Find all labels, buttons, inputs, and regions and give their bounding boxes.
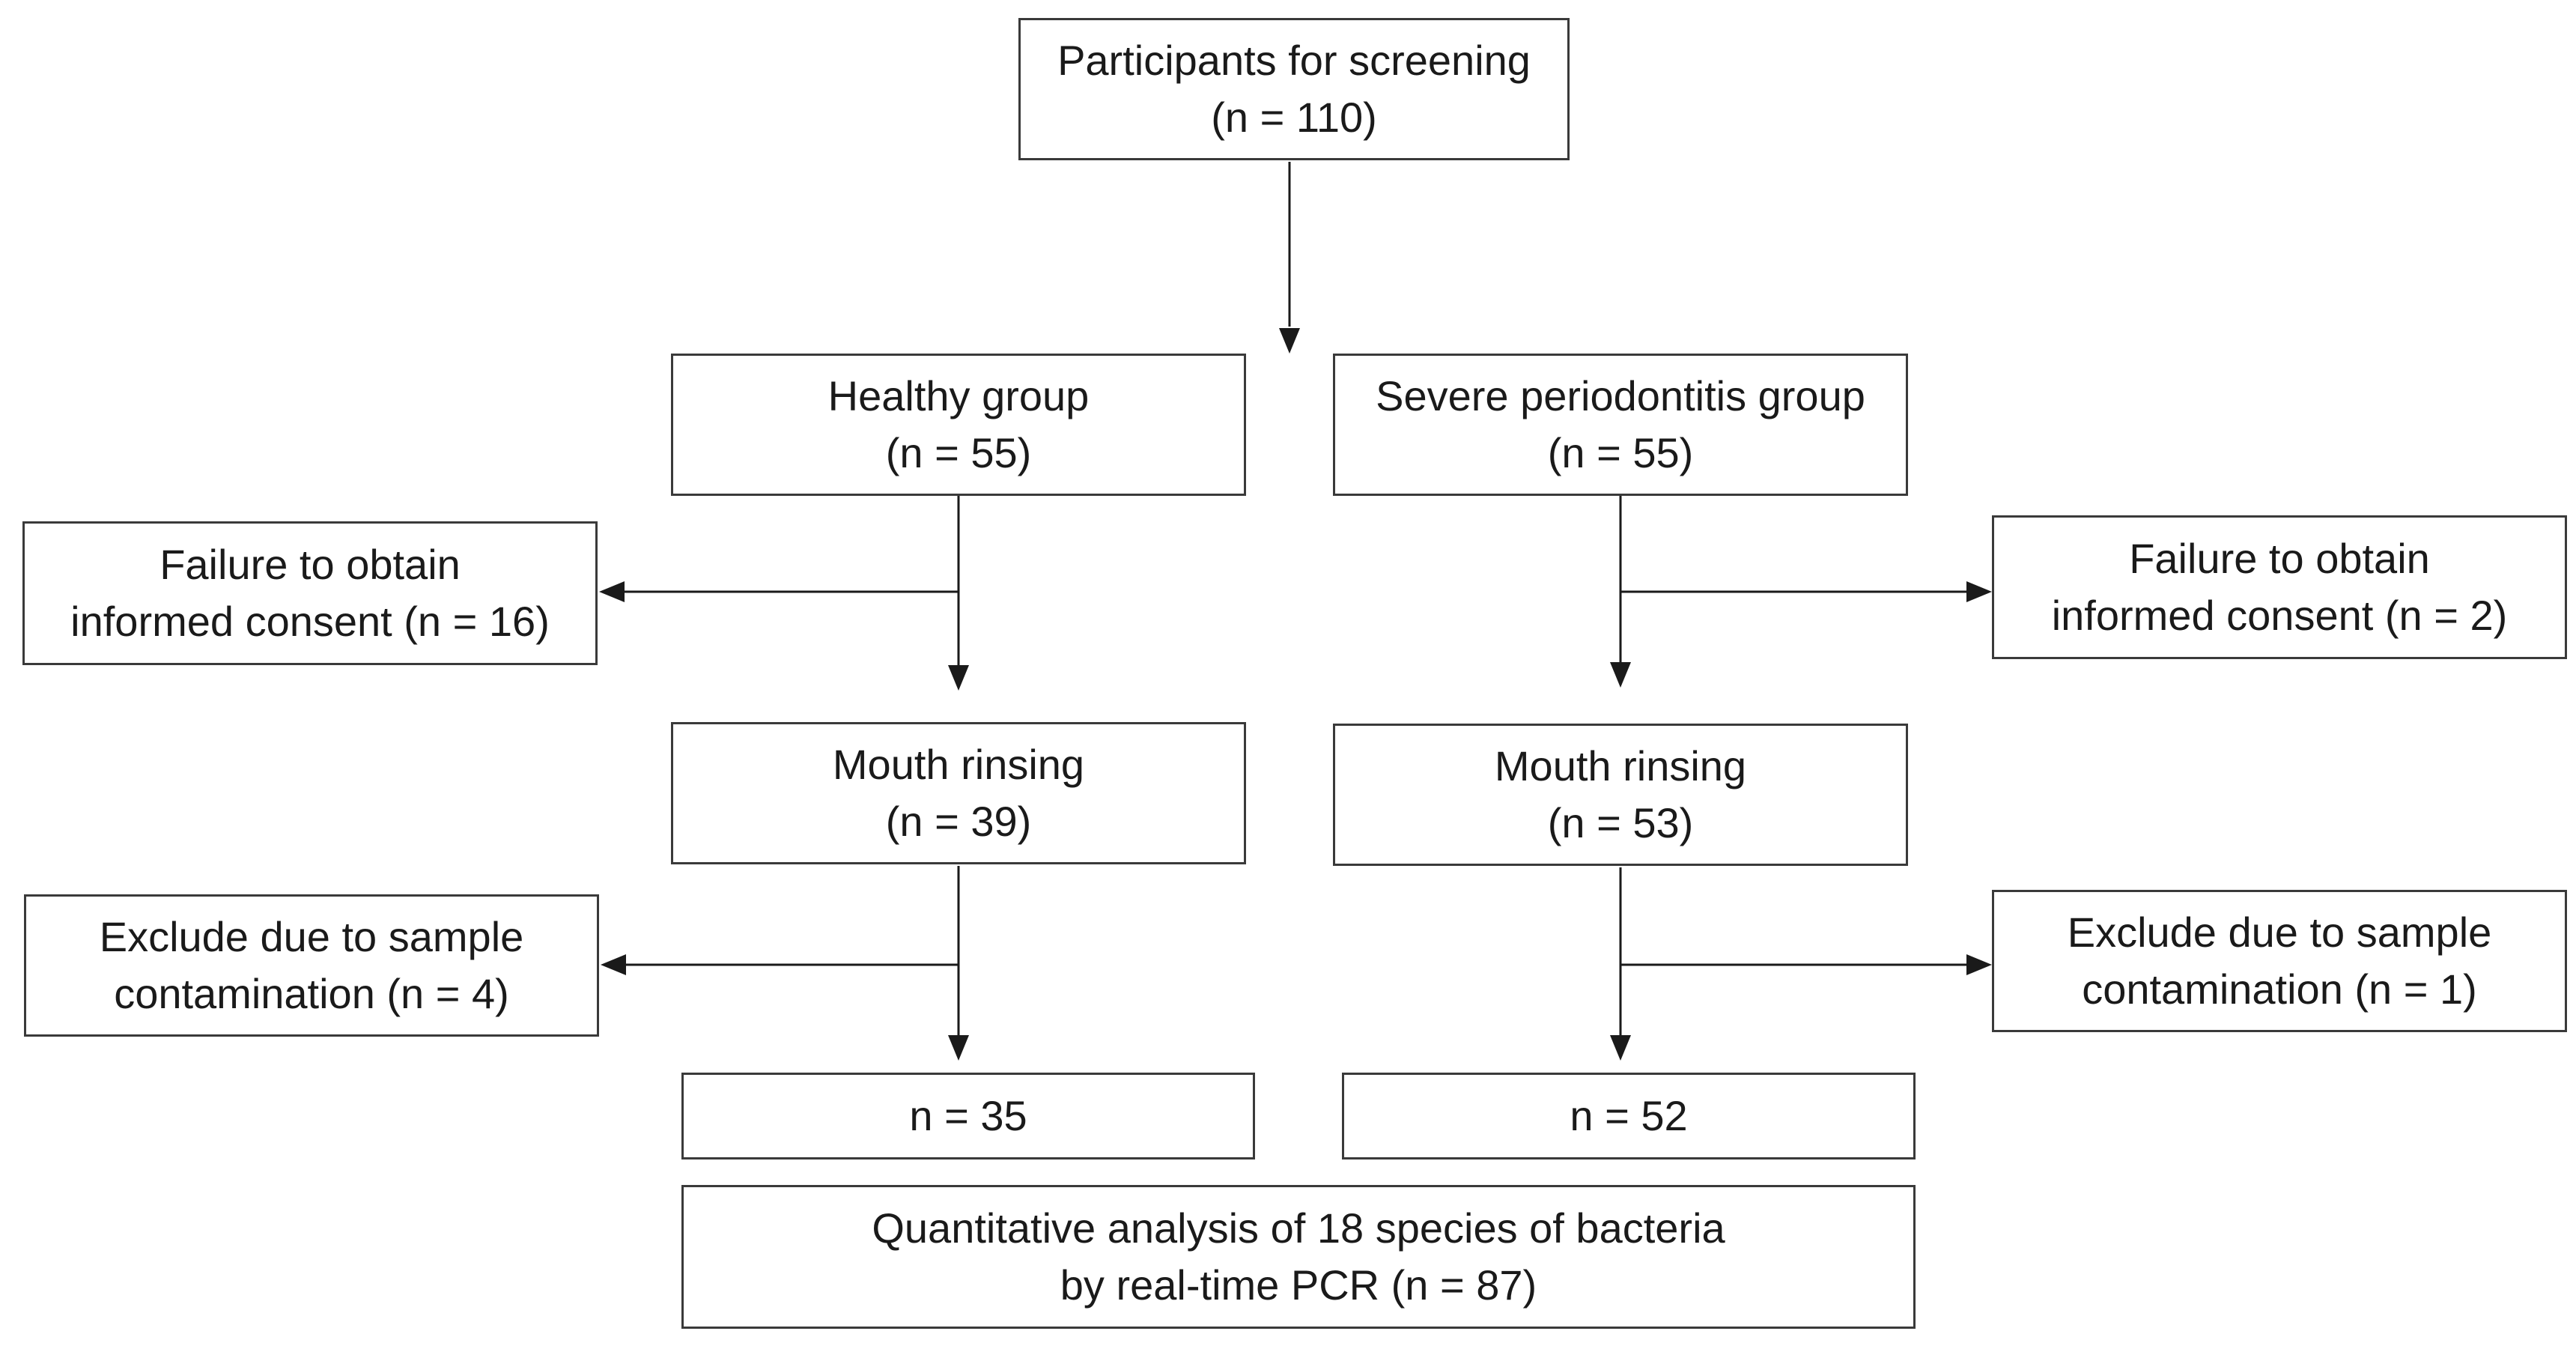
arrowhead-severe-to-rinsing — [1610, 662, 1631, 688]
severe-exclusion-line1: Exclude due to sample — [2067, 909, 2492, 956]
arrowhead-healthy-to-rinsing — [948, 665, 969, 691]
severe-rinsing-title: Mouth rinsing — [1494, 742, 1747, 789]
arrowhead-screening-to-groups — [1279, 328, 1300, 354]
arrowhead-healthy-rinsing-to-final — [948, 1035, 969, 1061]
healthy-rinsing-count: (n = 39) — [885, 798, 1032, 845]
healthy-group-box: Healthy group (n = 55) — [671, 354, 1246, 496]
arrowhead-healthy-to-consent-failure — [599, 581, 625, 602]
severe-exclusion-line2: contamination (n = 1) — [2082, 965, 2477, 1013]
severe-exclusion-box: Exclude due to sample contamination (n =… — [1992, 890, 2567, 1032]
healthy-final-box: n = 35 — [681, 1073, 1255, 1159]
arrowhead-healthy-rinsing-to-exclusion — [601, 954, 626, 975]
severe-final-count: n = 52 — [1570, 1092, 1688, 1139]
arrowhead-severe-rinsing-to-exclusion — [1966, 954, 1992, 975]
healthy-consent-failure-line2: informed consent (n = 16) — [70, 598, 550, 645]
severe-rinsing-box: Mouth rinsing (n = 53) — [1333, 724, 1908, 866]
severe-consent-failure-box: Failure to obtain informed consent (n = … — [1992, 515, 2567, 659]
severe-final-box: n = 52 — [1342, 1073, 1916, 1159]
total-analysis-box: Quantitative analysis of 18 species of b… — [681, 1185, 1916, 1329]
healthy-group-count: (n = 55) — [885, 429, 1032, 476]
screening-box: Participants for screening (n = 110) — [1018, 18, 1570, 160]
severe-rinsing-count: (n = 53) — [1547, 799, 1694, 846]
healthy-final-count: n = 35 — [909, 1092, 1027, 1139]
severe-group-title: Severe periodontitis group — [1376, 372, 1865, 419]
healthy-rinsing-box: Mouth rinsing (n = 39) — [671, 722, 1246, 864]
healthy-group-title: Healthy group — [827, 372, 1090, 419]
healthy-consent-failure-line1: Failure to obtain — [160, 541, 461, 588]
total-analysis-line1: Quantitative analysis of 18 species of b… — [872, 1204, 1725, 1252]
severe-consent-failure-line1: Failure to obtain — [2129, 535, 2430, 582]
total-analysis-line2: by real-time PCR (n = 87) — [1060, 1261, 1537, 1309]
arrowhead-severe-rinsing-to-final — [1610, 1035, 1631, 1061]
healthy-exclusion-line1: Exclude due to sample — [99, 913, 524, 960]
healthy-exclusion-line2: contamination (n = 4) — [114, 970, 509, 1017]
severe-group-count: (n = 55) — [1547, 429, 1694, 476]
healthy-exclusion-box: Exclude due to sample contamination (n =… — [24, 894, 599, 1037]
healthy-rinsing-title: Mouth rinsing — [832, 741, 1085, 788]
arrowhead-severe-to-consent-failure — [1966, 581, 1992, 602]
healthy-consent-failure-box: Failure to obtain informed consent (n = … — [22, 521, 598, 665]
severe-consent-failure-line2: informed consent (n = 2) — [2051, 592, 2508, 639]
severe-group-box: Severe periodontitis group (n = 55) — [1333, 354, 1908, 496]
screening-title: Participants for screening — [1057, 37, 1531, 84]
screening-count: (n = 110) — [1211, 94, 1377, 141]
